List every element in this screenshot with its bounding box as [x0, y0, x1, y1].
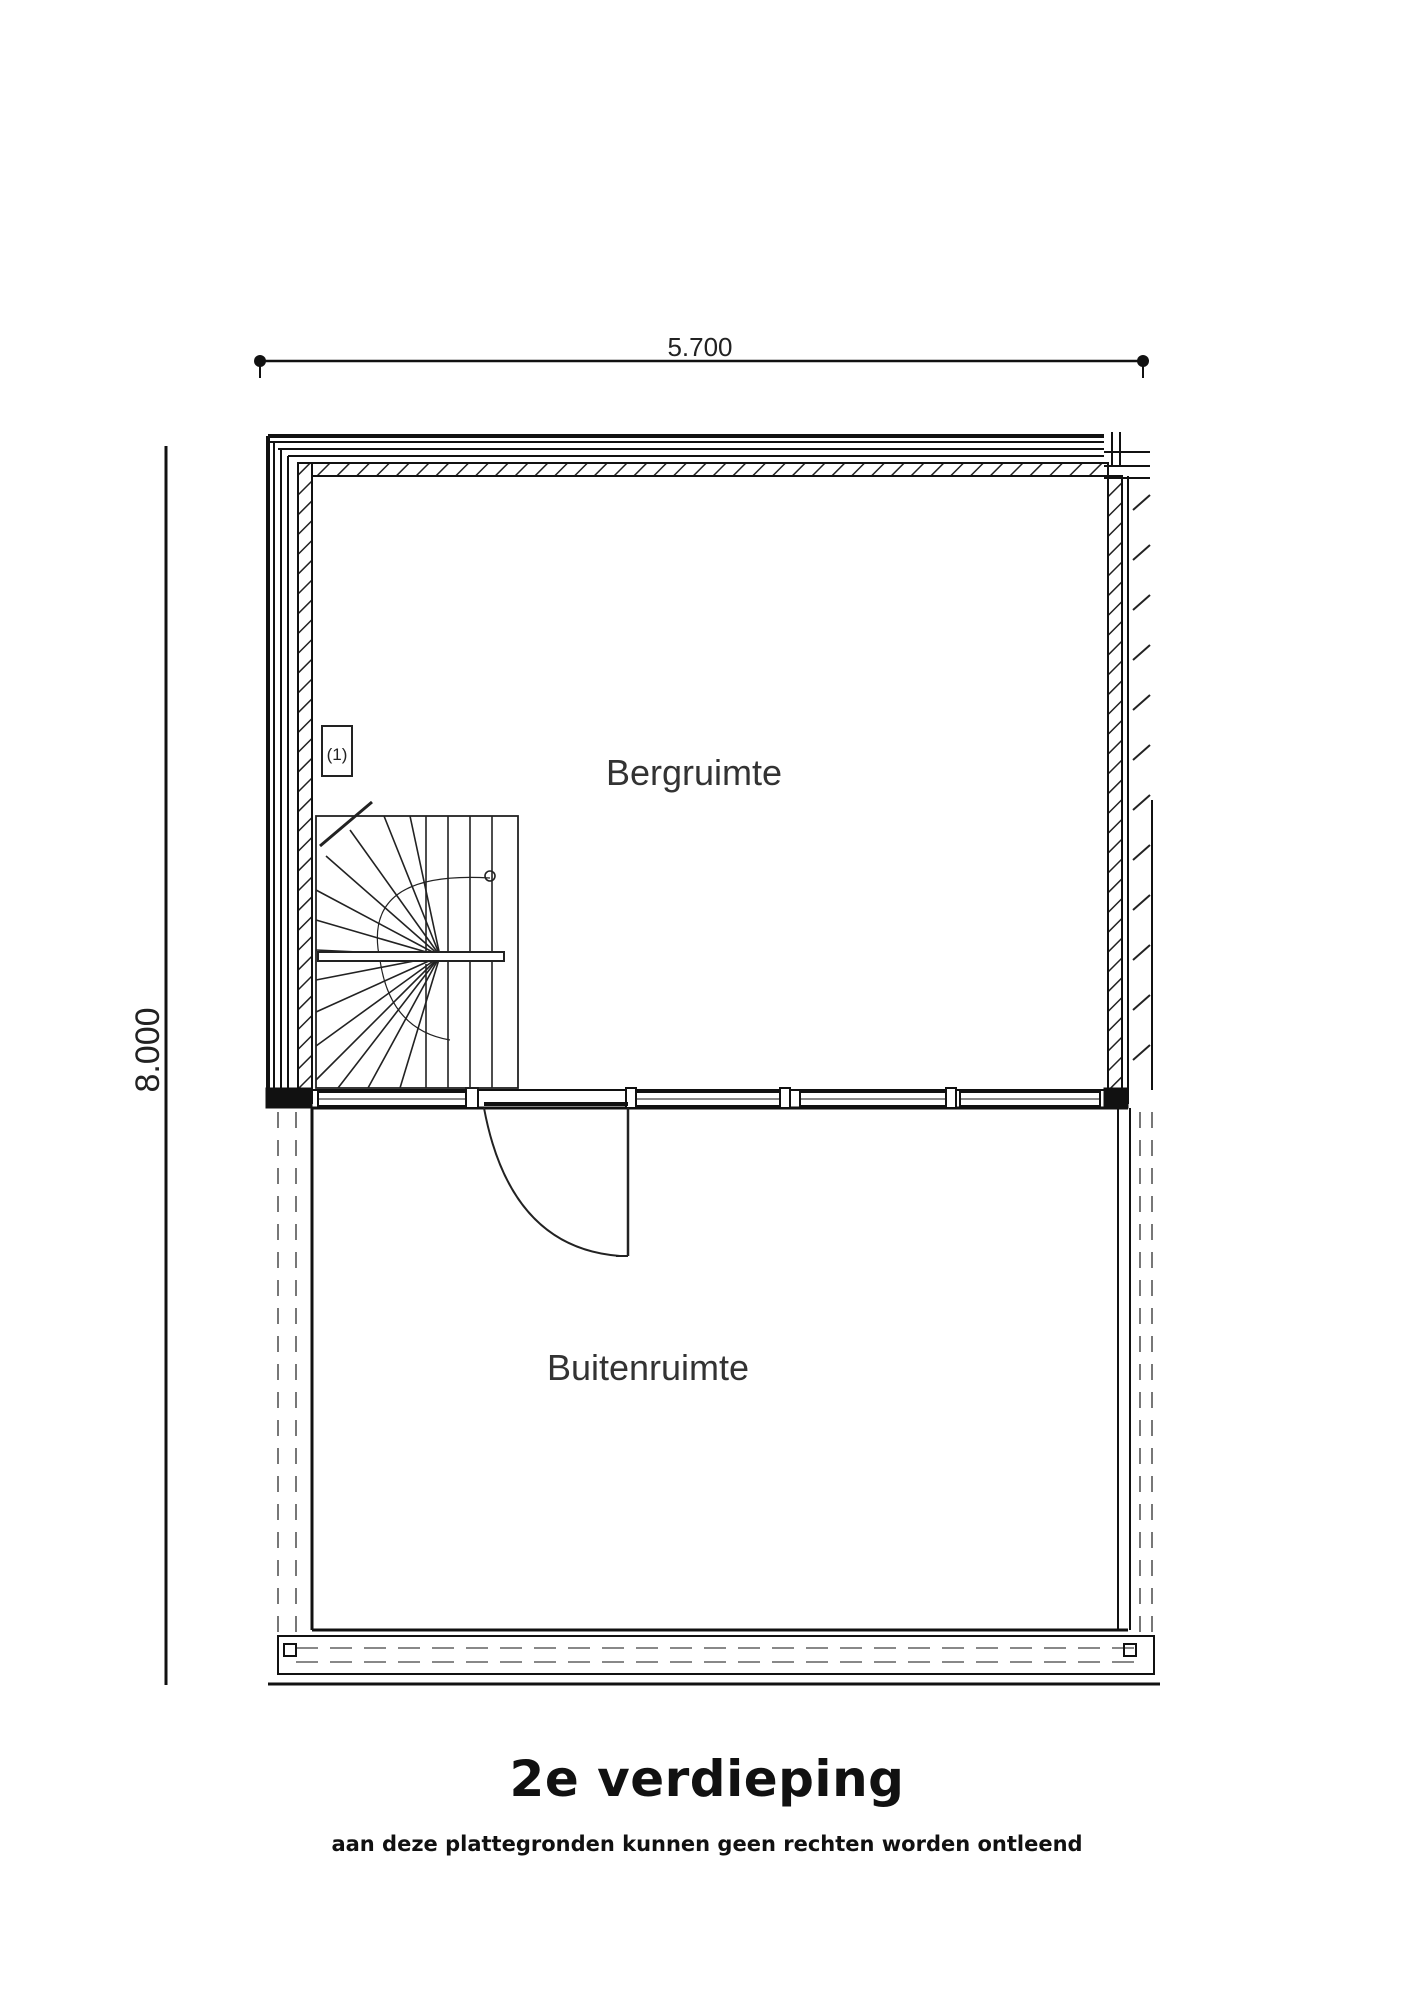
door-swing — [483, 1107, 630, 1257]
height-dimension-label: 8.000 — [129, 1007, 167, 1092]
disclaimer-text: aan deze plattegronden kunnen geen recht… — [331, 1832, 1083, 1856]
terrace-outline — [268, 1108, 1160, 1686]
right-exterior-hatching — [1132, 494, 1151, 1061]
outer-walls — [266, 432, 1153, 1105]
height-dimension: 8.000 — [129, 446, 168, 1685]
staircase — [315, 800, 519, 1089]
stair-number-marker: (1) — [321, 725, 353, 777]
width-dimension: 5.700 — [254, 332, 1149, 378]
room-label-outdoor: Buitenruimte — [547, 1347, 749, 1388]
floor-title: 2e verdieping — [509, 1750, 905, 1808]
facade-wall — [265, 1087, 1129, 1110]
width-dimension-label: 5.700 — [667, 332, 732, 362]
room-label-storage: Bergruimte — [606, 752, 782, 793]
stair-number-label: (1) — [327, 745, 348, 764]
